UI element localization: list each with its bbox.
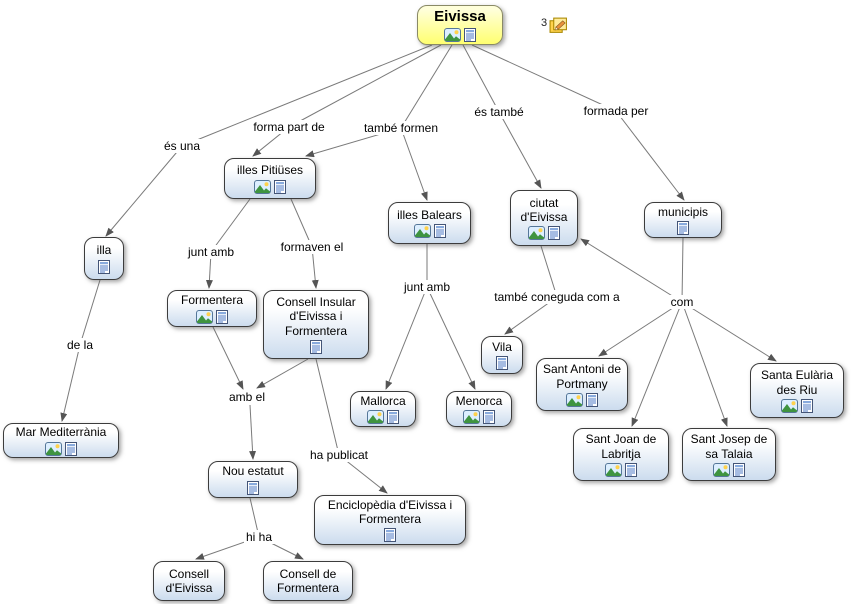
node-formentera[interactable]: Formentera xyxy=(167,290,257,327)
image-resource-icon[interactable] xyxy=(463,410,480,424)
image-resource-icon[interactable] xyxy=(566,393,583,407)
node-label: illes Balears xyxy=(397,207,462,222)
document-resource-icon[interactable] xyxy=(464,28,476,42)
node-consell-eivissa[interactable]: Consell d'Eivissa xyxy=(153,561,225,601)
link-label-formada-per[interactable]: formada per xyxy=(581,104,651,118)
node-label: Sant Josep de sa Talaia xyxy=(690,432,768,461)
node-sant-joan[interactable]: Sant Joan de Labritja xyxy=(573,428,669,481)
document-resource-icon[interactable] xyxy=(677,221,689,235)
image-resource-icon[interactable] xyxy=(713,463,730,477)
node-illes-pitiuses[interactable]: illes Pitiüses xyxy=(224,158,316,199)
document-resource-icon[interactable] xyxy=(384,528,396,542)
node-vila[interactable]: Vila xyxy=(481,336,523,374)
node-label: municipis xyxy=(657,204,708,219)
link-label-de-la[interactable]: de la xyxy=(64,338,96,352)
node-municipis[interactable]: municipis xyxy=(644,202,722,238)
image-resource-icon[interactable] xyxy=(367,410,384,424)
link-label-es-tambe[interactable]: és també xyxy=(472,105,526,119)
image-resource-icon[interactable] xyxy=(414,224,431,238)
node-label: ciutat d'Eivissa xyxy=(520,195,568,224)
node-label: Mallorca xyxy=(360,393,406,408)
document-resource-icon[interactable] xyxy=(247,481,259,495)
link-label-formaven-el[interactable]: formaven el xyxy=(278,240,346,254)
link-label-es-una[interactable]: és una xyxy=(161,139,203,153)
link-label-ha-publicat[interactable]: ha publicat xyxy=(307,448,371,462)
node-label: Mar Mediterrània xyxy=(15,425,107,440)
image-resource-icon[interactable] xyxy=(254,180,271,194)
node-ciutat-eivissa[interactable]: ciutat d'Eivissa xyxy=(510,190,578,246)
document-resource-icon[interactable] xyxy=(387,410,399,424)
link-label-junt-amb-1[interactable]: junt amb xyxy=(185,245,237,259)
node-consell-formentera[interactable]: Consell de Formentera xyxy=(263,561,353,601)
image-resource-icon[interactable] xyxy=(45,442,62,456)
node-illa[interactable]: illa xyxy=(84,237,124,280)
annotation-note-icon[interactable] xyxy=(549,17,568,34)
node-label: illa xyxy=(96,243,112,258)
node-label: Consell Insular d'Eivissa i Formentera xyxy=(276,295,356,338)
document-resource-icon[interactable] xyxy=(586,393,598,407)
node-menorca[interactable]: Menorca xyxy=(446,391,512,427)
document-resource-icon[interactable] xyxy=(548,226,560,240)
node-label: Nou estatut xyxy=(222,464,284,479)
node-label: Consell d'Eivissa xyxy=(165,566,213,595)
document-resource-icon[interactable] xyxy=(274,180,286,194)
document-resource-icon[interactable] xyxy=(496,356,508,370)
node-label: Vila xyxy=(492,339,512,354)
link-label-com[interactable]: com xyxy=(668,295,696,309)
node-illes-balears[interactable]: illes Balears xyxy=(388,202,471,244)
node-sant-antoni[interactable]: Sant Antoni de Portmany xyxy=(536,358,628,411)
node-mar-mediterrania[interactable]: Mar Mediterrània xyxy=(3,423,119,458)
node-sant-josep[interactable]: Sant Josep de sa Talaia xyxy=(682,428,776,481)
node-label: Consell de Formentera xyxy=(276,566,340,595)
document-resource-icon[interactable] xyxy=(625,463,637,477)
node-enciclopedia[interactable]: Enciclopèdia d'Eivissa i Formentera xyxy=(314,495,466,545)
node-nou-estatut[interactable]: Nou estatut xyxy=(208,461,298,498)
document-resource-icon[interactable] xyxy=(216,310,228,324)
image-resource-icon[interactable] xyxy=(196,310,213,324)
document-resource-icon[interactable] xyxy=(483,410,495,424)
annotation-indicator[interactable]: 3 xyxy=(541,17,568,34)
link-label-junt-amb-2[interactable]: junt amb xyxy=(401,280,453,294)
node-label: Formentera xyxy=(180,293,244,308)
node-label: Santa Eulària des Riu xyxy=(760,368,834,397)
node-label: Sant Antoni de Portmany xyxy=(542,362,622,391)
node-label: illes Pitiüses xyxy=(236,163,304,178)
document-resource-icon[interactable] xyxy=(310,340,322,354)
node-label: Sant Joan de Labritja xyxy=(585,432,657,461)
link-label-tambe-formen[interactable]: també formen xyxy=(361,121,441,135)
link-label-forma-part-de[interactable]: forma part de xyxy=(251,120,327,134)
node-consell-insular[interactable]: Consell Insular d'Eivissa i Formentera xyxy=(263,290,369,359)
image-resource-icon[interactable] xyxy=(528,226,545,240)
image-resource-icon[interactable] xyxy=(781,399,798,413)
node-mallorca[interactable]: Mallorca xyxy=(350,391,416,427)
link-label-amb-el[interactable]: amb el xyxy=(226,390,268,404)
document-resource-icon[interactable] xyxy=(98,260,110,274)
node-label: Menorca xyxy=(455,393,503,408)
image-resource-icon[interactable] xyxy=(605,463,622,477)
node-santa-eularia[interactable]: Santa Eulària des Riu xyxy=(750,363,844,418)
document-resource-icon[interactable] xyxy=(434,224,446,238)
annotation-count: 3 xyxy=(541,17,548,29)
document-resource-icon[interactable] xyxy=(733,463,745,477)
link-label-tambe-coneguda[interactable]: també coneguda com a xyxy=(492,290,622,304)
node-label: Eivissa xyxy=(434,8,486,26)
image-resource-icon[interactable] xyxy=(444,28,461,42)
document-resource-icon[interactable] xyxy=(65,442,77,456)
node-label: Enciclopèdia d'Eivissa i Formentera xyxy=(327,497,453,526)
node-eivissa[interactable]: Eivissa xyxy=(417,5,503,45)
document-resource-icon[interactable] xyxy=(801,399,813,413)
link-label-hi-ha[interactable]: hi ha xyxy=(243,530,275,544)
